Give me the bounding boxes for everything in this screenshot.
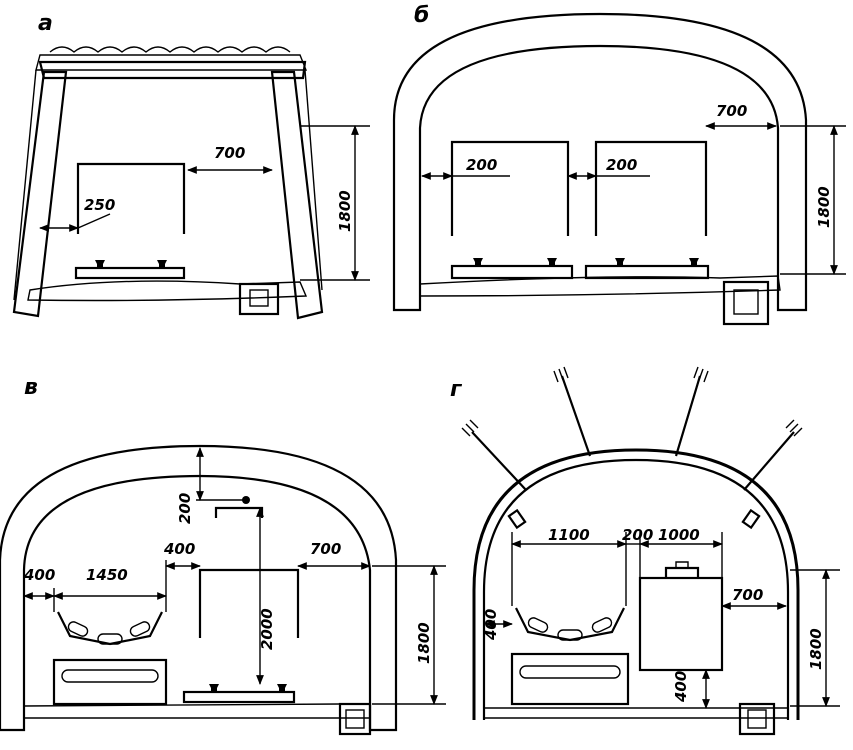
panel-v-conveyor-frame: [52, 658, 168, 706]
panel-b-dim-1800: 1800: [815, 186, 833, 228]
panel-v-dim-400: 400: [23, 566, 55, 584]
panel-g-ditch-inner: [747, 709, 767, 729]
panel-a-clearance-outline: [76, 162, 186, 234]
panel-g-dim-700: 700: [732, 586, 763, 604]
panel-b-label: б: [414, 3, 429, 28]
panel-g-bolt-3-end: [693, 366, 709, 383]
panel-g-arch-joint-left: [507, 508, 527, 530]
panel-v-concrete-arch: [0, 444, 398, 732]
panel-a-left-post: [12, 70, 68, 318]
panel-v-idler-center: [97, 633, 123, 645]
panel-g-conveyor-frame: [510, 652, 630, 706]
panel-b-rail-4: [689, 258, 699, 266]
panel-g-bolt-2-end: [553, 366, 569, 383]
panel-v-idler-left: [67, 621, 89, 637]
panel-g-dim-400a: 400: [482, 609, 500, 641]
panel-v-dim-700: 700: [310, 540, 341, 558]
panel-v-conveyor-trough: [57, 611, 163, 646]
panel-a-right-backfill: [304, 69, 323, 291]
panel-g-bolt-3: [674, 375, 702, 457]
panel-v-rail-left: [209, 684, 219, 692]
panel-g-dim-1800: 1800: [807, 628, 825, 670]
panel-b-dim-700: 700: [716, 102, 747, 120]
panel-v: в 2000 200 400 1450 400: [0, 375, 446, 736]
panel-v-dim-2000: 2000: [258, 608, 276, 650]
panel-v-floor: [23, 703, 371, 719]
panel-b-sleeper-left: [450, 264, 574, 280]
panel-g-monorail: [675, 561, 689, 568]
panel-g-floor: [483, 707, 789, 719]
panel-a-floor: [27, 280, 308, 302]
panel-v-ditch-inner: [345, 709, 365, 729]
panel-b: б 200 200 700 1800: [392, 3, 846, 326]
panel-v-rail-right: [277, 684, 287, 692]
panel-b-rail-1: [473, 258, 483, 266]
panel-g-idler-center: [557, 629, 583, 641]
panel-v-conveyor-return: [61, 669, 159, 683]
panel-a-dim-250-leader: [77, 213, 111, 229]
panel-a-cap-beam: [38, 60, 307, 80]
panel-v-trolley-clamp: [242, 496, 250, 504]
panel-g-dim-400b: 400: [672, 671, 690, 703]
panel-v-sleeper: [182, 690, 296, 704]
panel-a-sleeper: [74, 266, 186, 280]
panel-b-clearance-left: [450, 140, 570, 236]
panel-a-ditch-inner: [249, 289, 269, 307]
panel-g-steel-arch-outer: [472, 448, 800, 720]
panel-a-left-backfill: [13, 69, 37, 301]
panel-g-bolt-2: [560, 375, 592, 457]
panel-g-monorail-hanger: [664, 566, 700, 578]
panel-v-label: в: [24, 375, 38, 400]
panel-a-lagging-waves: [49, 46, 291, 53]
panel-a-dim-1800: 1800: [336, 190, 354, 232]
panel-v-idler-right: [129, 621, 151, 637]
panel-v-trolley-hanger: [214, 506, 264, 518]
panel-g-bolt-4-end: [785, 419, 803, 437]
panel-g-steel-arch-inner: [482, 458, 790, 720]
panel-g: г 1100 200 1000: [450, 366, 840, 736]
panel-a-ditch: [238, 282, 280, 316]
panel-g-bolt-1: [471, 431, 527, 491]
panel-v-clearance-outline: [198, 568, 300, 638]
panel-g-label: г: [450, 377, 463, 402]
panel-g-dim-1000: 1000: [658, 526, 700, 544]
panel-a-lagging: [35, 54, 308, 71]
panel-g-conveyor-return: [519, 665, 621, 679]
panel-v-ditch: [338, 702, 372, 736]
panel-b-concrete-arch: [392, 12, 808, 312]
panel-a-rail-left: [95, 260, 105, 268]
panel-v-dim-1800: 1800: [415, 622, 433, 664]
panel-v-dim-200: 200: [176, 493, 194, 524]
panel-v-dim-400b: 400: [163, 540, 195, 558]
panel-b-dim-200b: 200: [606, 156, 637, 174]
panel-b-rail-2: [547, 258, 557, 266]
panel-a-dim-250: 250: [84, 196, 115, 214]
panel-a-rail-right: [157, 260, 167, 268]
panel-g-bolt-1-end: [461, 419, 479, 437]
panel-b-ditch-inner: [733, 289, 759, 315]
panel-g-ditch: [738, 702, 776, 736]
panel-b-sleeper-right: [584, 264, 710, 280]
panel-a-label: а: [38, 11, 53, 36]
panel-g-suspended-car: [638, 576, 724, 672]
panel-b-ditch: [722, 280, 770, 326]
panel-g-idler-right: [591, 617, 613, 633]
panel-v-dim-1450: 1450: [86, 566, 128, 584]
panel-b-rail-3: [615, 258, 625, 266]
panel-g-dim-1100: 1100: [548, 526, 590, 544]
panel-a: а 700 250 1800: [12, 11, 370, 320]
panel-g-dim-200: 200: [622, 526, 653, 544]
panel-b-dim-200a: 200: [466, 156, 497, 174]
panel-a-right-post: [270, 70, 324, 320]
panel-a-dim-700: 700: [214, 144, 245, 162]
panel-b-clearance-right: [594, 140, 708, 236]
panel-g-conveyor-trough: [515, 607, 625, 642]
panel-g-idler-left: [527, 617, 549, 633]
panel-g-arch-joint-right: [741, 508, 761, 530]
